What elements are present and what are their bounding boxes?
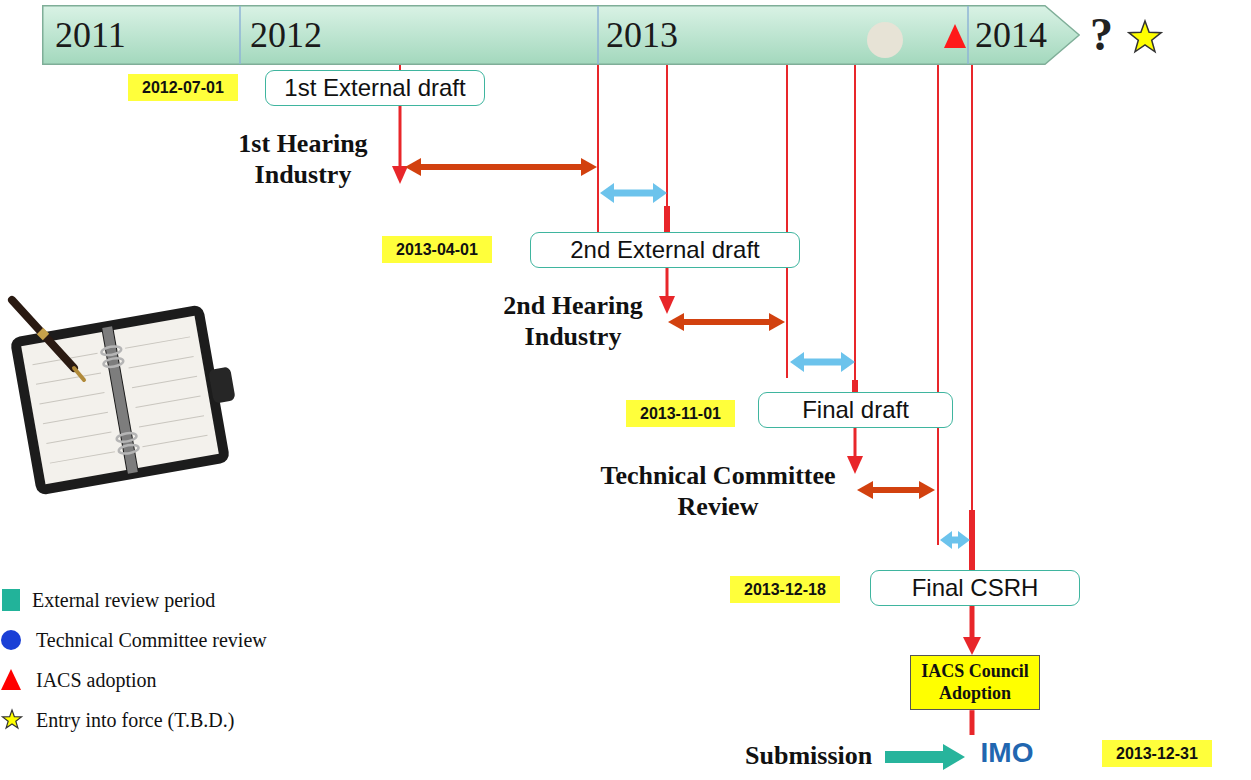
label-text: ? — [1090, 10, 1113, 61]
year-label: 2011 — [55, 13, 126, 57]
draft-box: 2nd External draft — [530, 232, 800, 268]
year-label: 2013 — [606, 13, 678, 57]
year-cell: 2013 — [606, 13, 678, 57]
date-tag: 2012-07-01 — [128, 74, 238, 101]
imo-logo: IMO — [968, 735, 1046, 771]
legend-text: Entry into force (T.B.D.) — [36, 707, 234, 733]
legend-text: External review period — [32, 587, 215, 613]
date-text: 2013-04-01 — [396, 240, 478, 259]
adoption-box: IACS Council Adoption — [910, 655, 1040, 710]
box-text: 1st External draft — [278, 74, 472, 102]
draft-box: Final draft — [758, 392, 953, 428]
date-tag: 2013-12-31 — [1102, 740, 1212, 767]
draft-box: Final CSRH — [870, 570, 1080, 606]
legend-item: Technical Committee review — [0, 627, 267, 653]
label-text: Technical Committee Review — [588, 460, 848, 522]
date-text: 2013-11-01 — [640, 404, 721, 423]
flow-connector — [970, 710, 975, 735]
box-text: IMO — [974, 737, 1040, 769]
submission-label: Submission — [745, 740, 872, 771]
legend-swatch — [2, 589, 20, 611]
date-text: 2013-12-18 — [744, 580, 826, 599]
box-text: IACS Council Adoption — [915, 661, 1035, 704]
legend-item: IACS adoption — [0, 667, 157, 693]
year-label: 2014 — [975, 13, 1047, 57]
draft-box: 1st External draft — [265, 70, 485, 106]
year-cell: 2011 — [55, 13, 126, 57]
box-text: Final CSRH — [883, 574, 1067, 602]
phase-label: 2nd Hearing Industry — [488, 290, 658, 352]
year-label: 2012 — [250, 13, 322, 57]
pen-illustration — [12, 300, 84, 380]
phase-label: 1st Hearing Industry — [218, 128, 388, 190]
question-mark: ? — [1090, 10, 1113, 61]
entry-star — [1129, 21, 1161, 52]
legend-text: IACS adoption — [36, 667, 157, 693]
phase-label: Technical Committee Review — [588, 460, 848, 522]
legend-symbol — [0, 707, 24, 733]
date-tag: 2013-04-01 — [382, 236, 492, 263]
hearing-period-arrows — [405, 158, 935, 499]
submission-arrow — [885, 744, 965, 770]
box-text: Final draft — [771, 396, 940, 424]
timeline-bar: 2011 2012 2013 2014 — [42, 5, 1080, 65]
organizer-illustration — [10, 301, 247, 495]
year-cell: 2014 — [975, 13, 1047, 57]
legend-symbol — [0, 667, 24, 693]
box-text: 2nd External draft — [543, 236, 787, 264]
date-tag: 2013-12-18 — [730, 576, 840, 603]
label-text: Submission — [745, 740, 872, 771]
legend-symbol — [0, 627, 24, 653]
year-cell: 2012 — [250, 13, 322, 57]
label-text: 2nd Hearing Industry — [488, 290, 658, 352]
flow-connector — [970, 606, 975, 637]
legend-item: External review period — [0, 587, 215, 613]
date-text: 2013-12-31 — [1116, 744, 1198, 763]
legend-text: Technical Committee review — [36, 627, 267, 653]
band-outline — [42, 5, 1080, 65]
legend-item: Entry into force (T.B.D.) — [0, 707, 234, 733]
date-tag: 2013-11-01 — [626, 400, 735, 427]
date-text: 2012-07-01 — [142, 78, 224, 97]
milestone-lines — [400, 65, 972, 570]
label-text: 1st Hearing Industry — [218, 128, 388, 190]
